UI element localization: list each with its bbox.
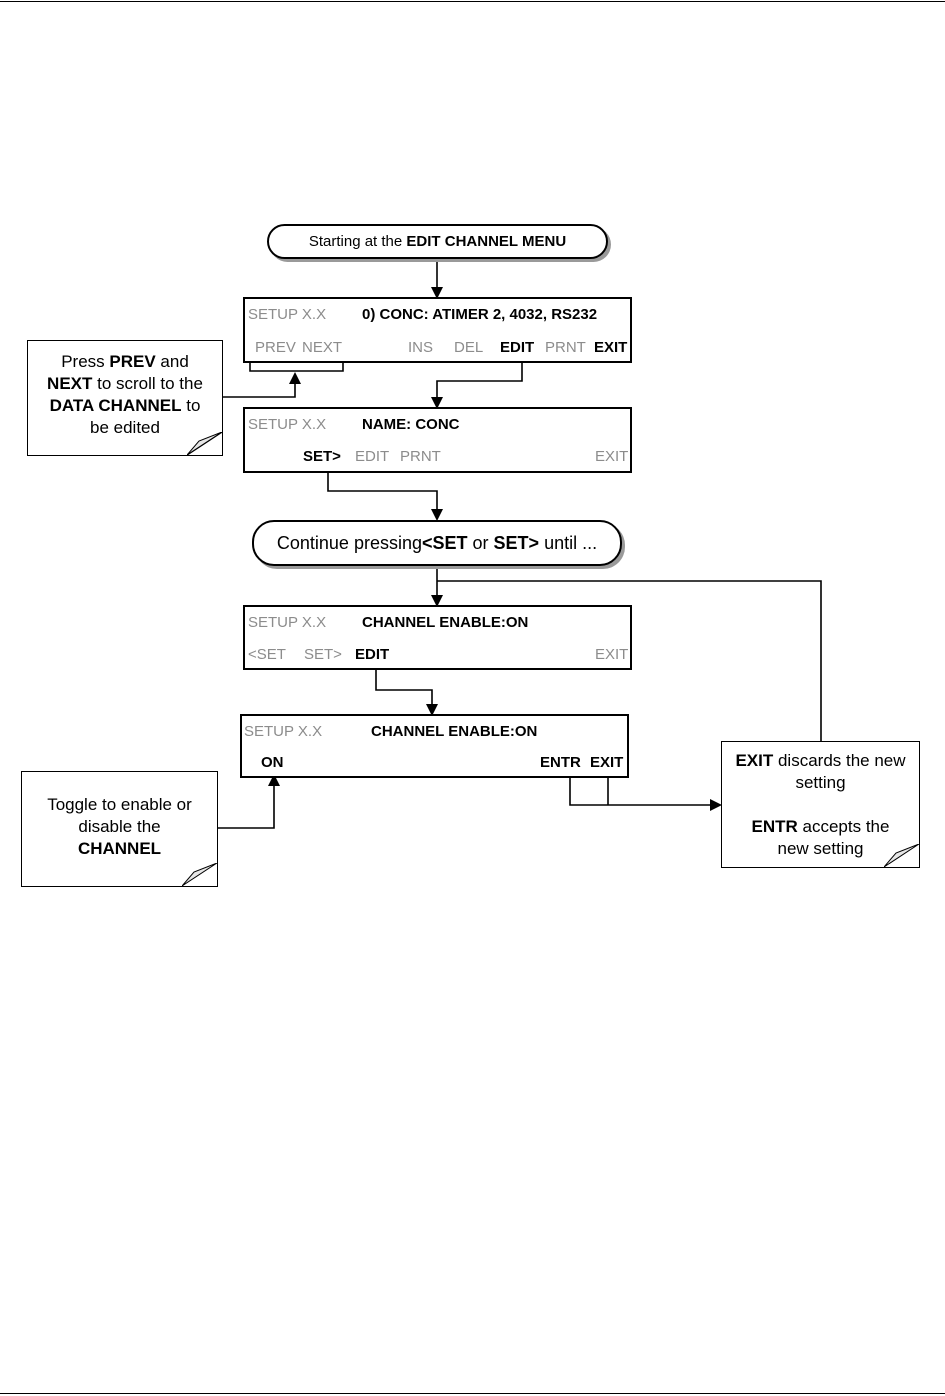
note-text: Press — [61, 352, 110, 371]
exit-button[interactable]: EXIT — [590, 754, 624, 771]
note-channel: CHANNEL — [77, 839, 162, 858]
prnt-button[interactable]: PRNT — [545, 339, 586, 356]
note-text: to — [181, 396, 201, 415]
loop-back-line — [437, 580, 822, 741]
note-text: setting — [795, 773, 846, 792]
edit-button[interactable]: EDIT — [355, 646, 390, 663]
note-exit-entr: EXIT discards the new setting ENTR accep… — [721, 741, 920, 868]
start-pill-menu-name: EDIT CHANNEL MENU — [406, 233, 567, 250]
exit-button[interactable]: EXIT — [594, 339, 628, 356]
set-next-button[interactable]: SET> — [304, 646, 342, 663]
del-button[interactable]: DEL — [454, 339, 484, 356]
set-prev-button[interactable]: <SET — [248, 646, 286, 663]
continue-text: Continue pressing — [276, 532, 422, 553]
note-toggle: Toggle to enable or disable the CHANNEL — [21, 771, 218, 887]
screen-message: NAME: CONC — [362, 416, 460, 433]
entr-button[interactable]: ENTR — [540, 754, 581, 771]
exit-button[interactable]: EXIT — [595, 448, 629, 465]
note-text: disable the — [78, 817, 161, 836]
continue-text: or — [467, 532, 494, 553]
arrow-edit-to-screen4 — [375, 665, 438, 716]
note-prev-next: Press PREV and NEXT to scroll to the DAT… — [27, 340, 223, 456]
page-curl-icon — [187, 432, 223, 456]
note-key-entr: ENTR — [751, 817, 798, 836]
screen-channel-enable: SETUP X.X CHANNEL ENABLE:ON <SET SET> ED… — [243, 605, 632, 670]
screen-message: CHANNEL ENABLE:ON — [362, 614, 529, 631]
note-text: be edited — [90, 418, 160, 437]
screen-title: SETUP X.X — [244, 723, 323, 740]
ins-button[interactable]: INS — [408, 339, 434, 356]
arrow-note-to-bracket — [222, 372, 301, 398]
screen-title: SETUP X.X — [248, 416, 327, 433]
note-text: accepts the — [797, 817, 890, 836]
prev-button[interactable]: PREV — [255, 339, 296, 356]
continue-text: until ... — [539, 532, 598, 553]
screen-message: 0) CONC: ATIMER 2, 4032, RS232 — [362, 306, 598, 323]
note-text: new setting — [777, 839, 864, 858]
screen-name: SETUP X.X NAME: CONC SET> EDIT PRNT EXIT — [243, 407, 632, 473]
screen-channel-enable-edit: SETUP X.X CHANNEL ENABLE:ON ON ENTR EXIT — [240, 714, 629, 778]
bottom-rule — [0, 1393, 945, 1394]
continue-key-prev: <SET — [421, 532, 468, 553]
arrow-set-to-continue — [327, 466, 443, 521]
start-pill-prefix: Starting at the — [308, 233, 403, 250]
edit-button[interactable]: EDIT — [355, 448, 390, 465]
arrow-edit-to-screen2 — [431, 358, 523, 409]
entr-exit-bracket — [569, 773, 722, 811]
note-text: Toggle to enable or — [47, 795, 192, 814]
note-text: to scroll to the — [92, 374, 203, 393]
screen-title: SETUP X.X — [248, 614, 327, 631]
note-text: and — [155, 352, 189, 371]
continue-key-next: SET> — [493, 532, 540, 553]
screen-message: CHANNEL ENABLE:ON — [371, 723, 538, 740]
note-key-next: NEXT — [47, 374, 93, 393]
continue-pill: Continue pressing <SET or SET> until ... — [252, 520, 622, 566]
top-rule — [0, 1, 945, 2]
exit-button[interactable]: EXIT — [595, 646, 629, 663]
page-curl-icon — [182, 863, 218, 887]
start-pill: Starting at the EDIT CHANNEL MENU — [267, 224, 608, 259]
prnt-button[interactable]: PRNT — [400, 448, 441, 465]
on-button[interactable]: ON — [261, 754, 284, 771]
page-curl-icon — [884, 844, 920, 868]
arrow-note-to-on — [217, 774, 280, 829]
note-text: discards the new — [773, 751, 906, 770]
screen-channel-list: SETUP X.X 0) CONC: ATIMER 2, 4032, RS232… — [243, 297, 632, 363]
screen-title: SETUP X.X — [248, 306, 327, 323]
next-button[interactable]: NEXT — [302, 339, 343, 356]
set-next-button[interactable]: SET> — [303, 448, 341, 465]
edit-button[interactable]: EDIT — [500, 339, 535, 356]
note-data-channel: DATA CHANNEL — [49, 396, 182, 415]
note-key-exit: EXIT — [735, 751, 774, 770]
note-key-prev: PREV — [109, 352, 156, 371]
